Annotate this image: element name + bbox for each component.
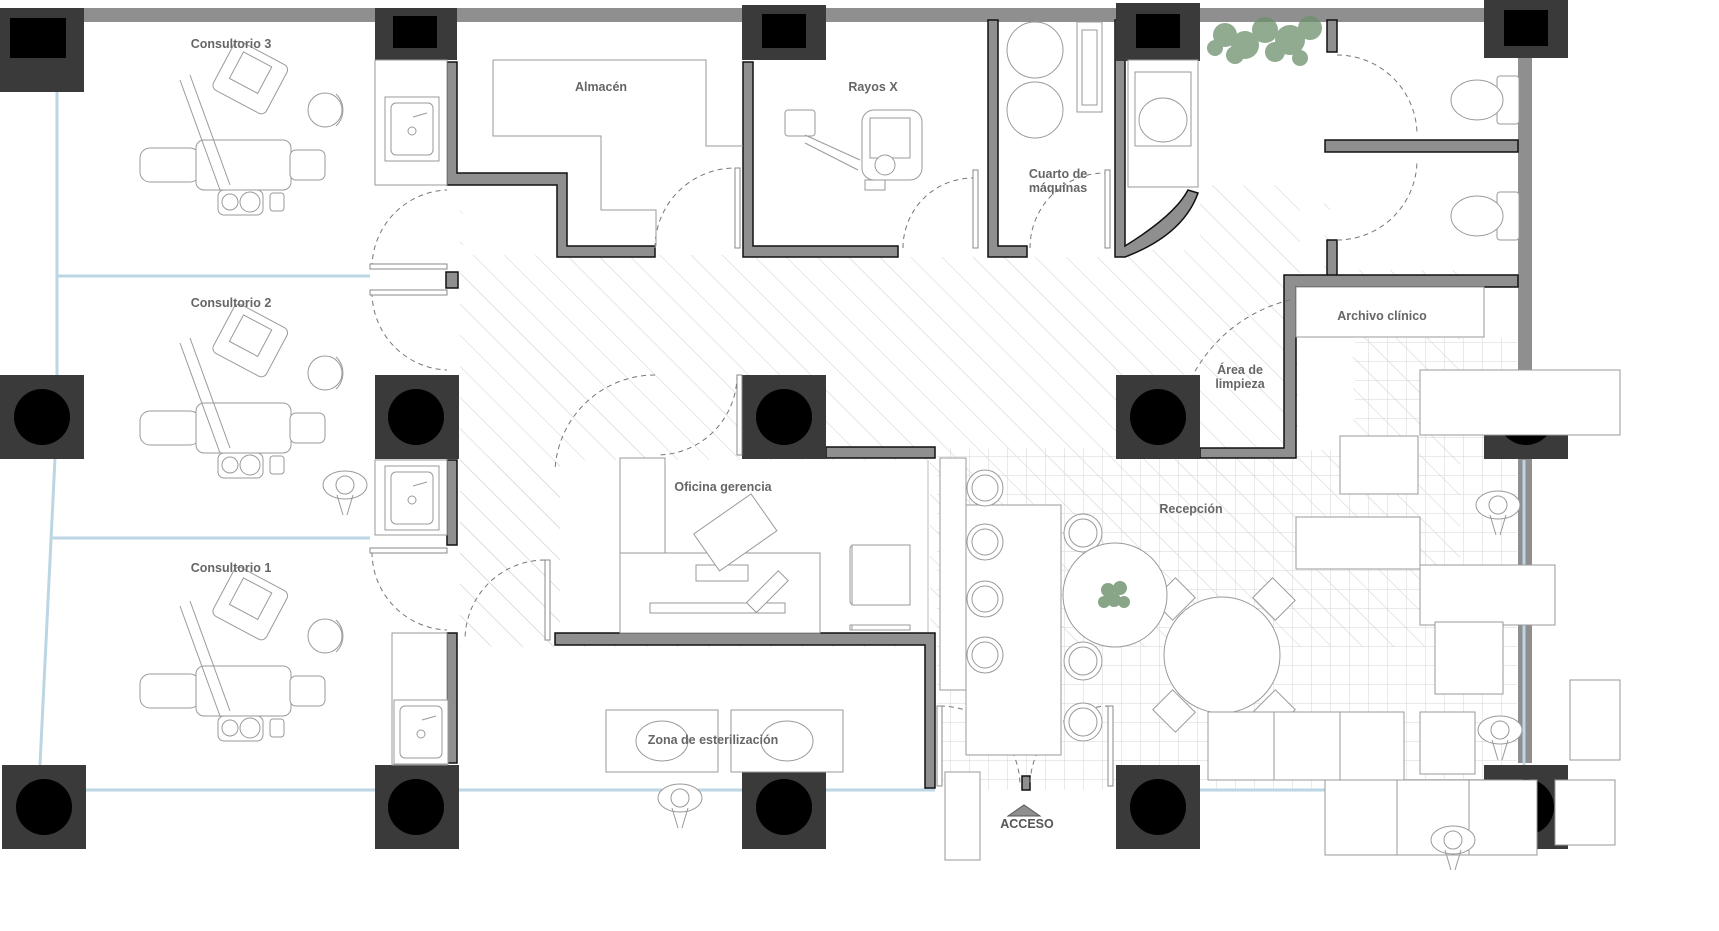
- label-recepcion: Recepción: [1159, 502, 1222, 516]
- label-consultorio-3: Consultorio 3: [191, 37, 272, 51]
- dental-chair-icon: [139, 564, 344, 742]
- label-consultorio-2: Consultorio 2: [191, 296, 272, 310]
- sterilization-fixtures: [605, 709, 981, 861]
- label-consultorio-1: Consultorio 1: [191, 561, 272, 575]
- consultorio-1-furniture: [139, 564, 449, 766]
- dental-chair-icon: [139, 38, 344, 216]
- machine-room-equipment: [1006, 21, 1103, 139]
- dental-chair-icon: [139, 301, 344, 479]
- sink-icon: [384, 96, 440, 162]
- person-icon: [1430, 825, 1476, 871]
- sink-icon: [384, 465, 440, 531]
- consultorio-3-furniture: [139, 38, 448, 216]
- label-zona-esterilizacion: Zona de esterilización: [648, 733, 779, 747]
- label-almacen: Almacén: [575, 80, 627, 94]
- label-oficina-gerencia: Oficina gerencia: [674, 480, 772, 494]
- plant-icon: [1207, 16, 1322, 66]
- reception-furniture: [965, 369, 1621, 871]
- label-acceso: ACCESO: [1000, 817, 1054, 831]
- label-area-limpieza-2: limpieza: [1215, 377, 1265, 391]
- restroom-fixtures: [1127, 59, 1520, 241]
- label-area-limpieza-1: Área de: [1217, 362, 1263, 377]
- label-archivo-clinico: Archivo clínico: [1337, 309, 1427, 323]
- label-rayos-x: Rayos X: [848, 80, 898, 94]
- label-cuarto-maquinas-1: Cuarto de: [1029, 167, 1087, 181]
- xray-machine-icon: [784, 109, 923, 191]
- entrance-arrow: [1006, 804, 1042, 817]
- consultorio-2-furniture: [139, 301, 448, 536]
- sink-icon: [393, 699, 449, 765]
- label-cuarto-maquinas-2: máquinas: [1029, 181, 1087, 195]
- person-icon: [657, 783, 703, 829]
- almacen-shelving: [492, 59, 743, 246]
- person-icon: [322, 470, 368, 516]
- structural-columns: [0, 0, 1568, 849]
- door-swing-icon: [369, 54, 1418, 787]
